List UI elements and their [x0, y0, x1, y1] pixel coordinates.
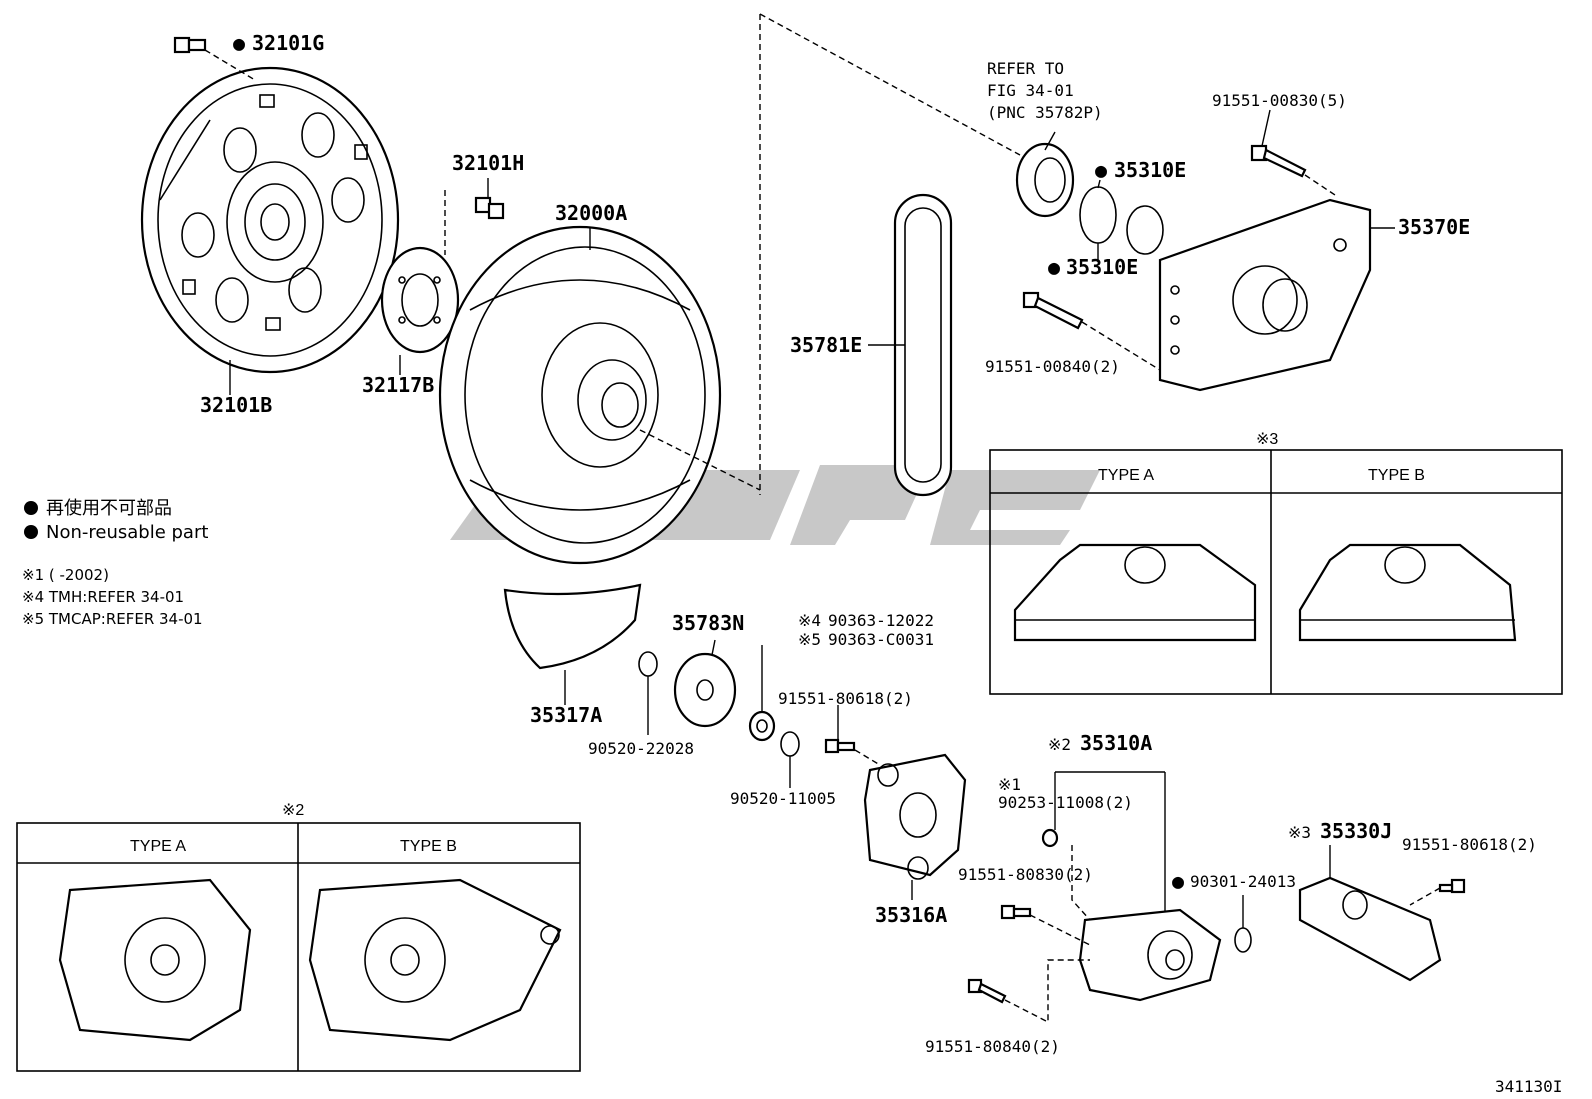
oil-pump-35310A: [1078, 908, 1222, 1002]
inset-headers: ※2 TYPE A TYPE B ※3 TYPE A TYPE B: [130, 431, 1425, 855]
label-35370E: 35370E: [1398, 215, 1470, 239]
marker-2-pump: ※2: [1048, 735, 1071, 754]
marker-4: ※4: [798, 611, 821, 630]
label-91551-80618-b: 91551-80618(2): [1402, 835, 1537, 854]
bullet-90301: ●: [1172, 869, 1184, 893]
refer-line-1: REFER TO: [987, 59, 1064, 78]
label-32117B: 32117B: [362, 373, 434, 397]
label-91551-80840-b: 91551-80840(2): [925, 1037, 1060, 1056]
bullet-32101G: ●: [233, 31, 245, 55]
marker-1: ※1: [998, 775, 1021, 794]
sprocket-35782P: [1015, 142, 1075, 218]
bolt-91551-00840: [1022, 291, 1084, 330]
label-35310A: 35310A: [1080, 731, 1152, 755]
label-32101G: 32101G: [252, 31, 324, 55]
gear-35783N: [673, 652, 737, 728]
bolt-91551-80840-b: [967, 978, 1007, 1004]
torque-converter-32000A: [438, 225, 722, 565]
bearing-90363: [748, 710, 776, 742]
bolt-91551-00830: [1250, 144, 1307, 178]
label-35317A: 35317A: [530, 703, 602, 727]
legend-bullet-icon-en: [24, 525, 38, 539]
inset-right-type-b: TYPE B: [1368, 467, 1425, 484]
legend: 再使用不可部品 Non-reusable part ※1 ( -2002) ※4…: [22, 498, 208, 628]
label-90363-12022: 90363-12022: [828, 611, 934, 630]
label-32101H: 32101H: [452, 151, 524, 175]
bolt-91551-80618-a: [824, 738, 856, 754]
label-91551-80618-a: 91551-80618(2): [778, 689, 913, 708]
drive-plate-32101B: [140, 66, 400, 374]
note-5: ※5 TMCAP:REFER 34-01: [22, 610, 203, 628]
label-35783N: 35783N: [672, 611, 744, 635]
o-ring-35310E-b: [1126, 205, 1164, 255]
label-35310E-a: 35310E: [1114, 158, 1186, 182]
part-labels: ● 32101G 32101H 32000A 32101B 32117B 357…: [200, 31, 1562, 1096]
label-35330J: 35330J: [1320, 819, 1392, 843]
refer-line-3: (PNC 35782P): [987, 103, 1103, 122]
label-90301-24013: 90301-24013: [1190, 872, 1296, 891]
oil-pump-body-35370E: [1158, 198, 1372, 392]
cover-plate-35316A: [863, 753, 967, 880]
label-90520-11005: 90520-11005: [730, 789, 836, 808]
o-ring-35310E-a: [1079, 186, 1117, 244]
label-91551-00840: 91551-00840(2): [985, 357, 1120, 376]
refer-line-2: FIG 34-01: [987, 81, 1074, 100]
label-91551-80830: 91551-80830(2): [958, 865, 1093, 884]
inset-left-type-a: TYPE A: [130, 838, 186, 855]
bullet-35310E-b: ●: [1048, 255, 1060, 279]
dashed-assembly-lines: [204, 13, 1441, 1024]
bolt-91551-80618-b: [1438, 878, 1466, 894]
inset-type-right: [989, 449, 1563, 695]
note-1: ※1 ( -2002): [22, 566, 109, 584]
inset-right-marker: ※3: [1256, 431, 1278, 448]
o-ring-90301-24013: [1234, 927, 1252, 953]
snap-ring-90520-11005: [780, 731, 800, 757]
flex-plate-32117B: [380, 246, 460, 354]
label-35310E-b: 35310E: [1066, 255, 1138, 279]
bolt-32101H: [474, 196, 505, 220]
inset-type-left: [16, 822, 581, 1072]
strainer-35330J: [1298, 876, 1442, 982]
pin-90253-11008: [1041, 828, 1059, 848]
bolt-32101G: [173, 36, 207, 54]
legend-nonreuse-jp: 再使用不可部品: [46, 498, 172, 519]
inset-right-type-a: TYPE A: [1098, 467, 1154, 484]
note-4: ※4 TMH:REFER 34-01: [22, 588, 184, 606]
label-32101B: 32101B: [200, 393, 272, 417]
label-90363-C0031: 90363-C0031: [828, 630, 934, 649]
label-90520-22028: 90520-22028: [588, 739, 694, 758]
marker-3-strainer: ※3: [1288, 823, 1311, 842]
inset-left-type-b: TYPE B: [400, 838, 457, 855]
marker-5: ※5: [798, 630, 821, 649]
bolt-91551-80830: [1000, 904, 1032, 920]
label-35316A: 35316A: [875, 903, 947, 927]
label-35781E: 35781E: [790, 333, 862, 357]
label-32000A: 32000A: [555, 201, 627, 225]
label-90253-11008: 90253-11008(2): [998, 793, 1133, 812]
snap-ring-90520-22028: [638, 651, 658, 677]
leader-lines: [229, 109, 1395, 928]
legend-bullet-icon: [24, 501, 38, 515]
figure-code: 341130I: [1495, 1077, 1562, 1096]
legend-nonreuse-en: Non-reusable part: [46, 522, 208, 543]
cover-35317A: [503, 583, 642, 670]
inset-left-marker: ※2: [282, 802, 304, 819]
label-91551-00830: 91551-00830(5): [1212, 91, 1347, 110]
bullet-35310E-a: ●: [1095, 158, 1107, 182]
